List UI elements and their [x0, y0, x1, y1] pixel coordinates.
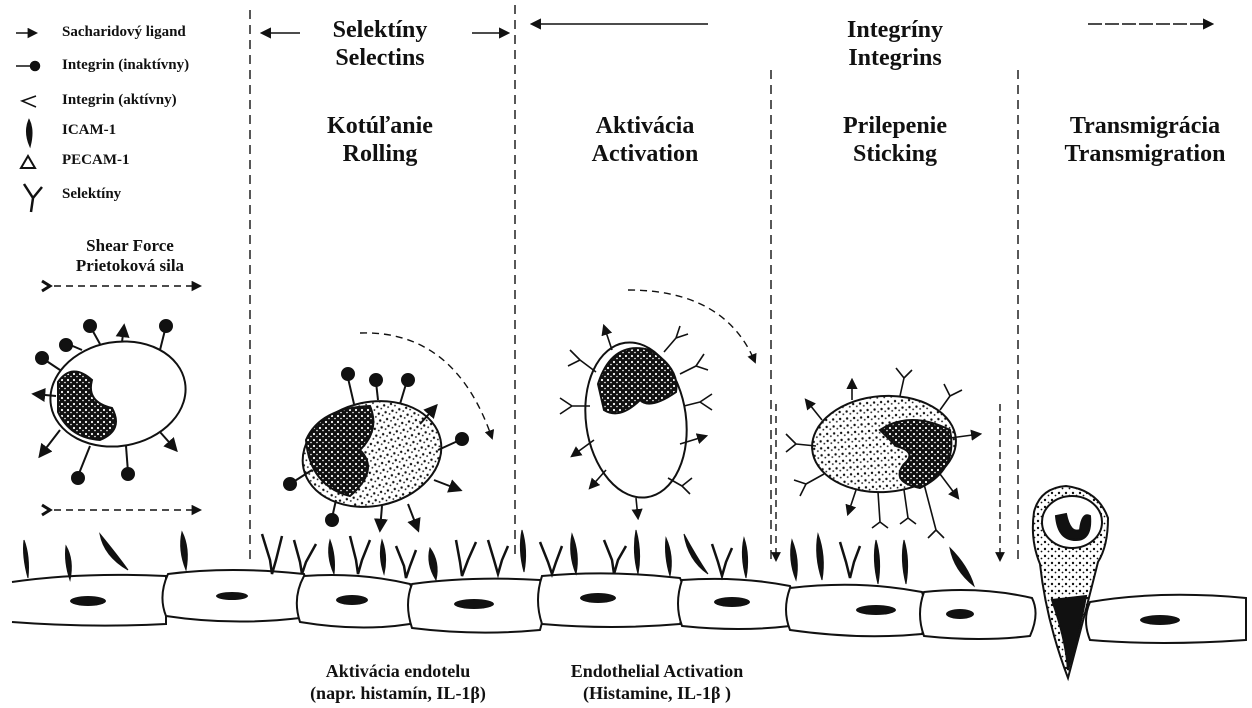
footer-en-line1: Endothelial Activation — [532, 660, 782, 682]
leukocyte-rolling — [284, 368, 468, 530]
shear-force-label: Shear Force Prietoková sila — [30, 236, 230, 276]
footer-sk-line1: Aktivácia endotelu — [268, 660, 528, 682]
leukocyte-transmigrating — [1033, 486, 1108, 678]
footer-caption-en: Endothelial Activation (Histamine, IL-1β… — [532, 660, 782, 704]
group-integrins-heading: Integríny Integrins — [800, 16, 990, 72]
legend-integrin-inactive-label: Integrin (inaktívny) — [62, 57, 189, 74]
legend-saccharide-label: Sacharidový ligand — [62, 24, 186, 41]
legend-glyphs — [16, 33, 42, 212]
legend-pecam-label: PECAM-1 — [62, 152, 130, 169]
group-selectins-sk: Selektíny — [300, 16, 460, 44]
group-integrins-en: Integrins — [800, 44, 990, 72]
stage-activation-heading: Aktivácia Activation — [555, 112, 735, 168]
stage-rolling-heading: Kotúľanie Rolling — [290, 112, 470, 168]
footer-caption-sk: Aktivácia endotelu (napr. histamín, IL-1… — [268, 660, 528, 704]
leukocyte-activating — [560, 326, 712, 518]
stage-sticking-en: Sticking — [800, 140, 990, 168]
footer-sk-line2: (napr. histamín, IL-1β) — [268, 682, 528, 704]
group-selectins-heading: Selektíny Selectins — [300, 16, 460, 72]
shear-force-sk: Prietoková sila — [30, 256, 230, 276]
stage-transmigration-sk: Transmigrácia — [1040, 112, 1250, 140]
stage-transmigration-heading: Transmigrácia Transmigration — [1040, 112, 1250, 168]
legend-icam-label: ICAM-1 — [62, 122, 116, 139]
stage-sticking-sk: Prilepenie — [800, 112, 990, 140]
group-selectins-en: Selectins — [300, 44, 460, 72]
stage-activation-sk: Aktivácia — [555, 112, 735, 140]
leukocyte-flowing — [34, 320, 194, 484]
group-integrins-sk: Integríny — [800, 16, 990, 44]
legend-integrin-active-label: Integrin (aktívny) — [62, 92, 177, 109]
stage-activation-en: Activation — [555, 140, 735, 168]
stage-sticking-heading: Prilepenie Sticking — [800, 112, 990, 168]
stage-rolling-en: Rolling — [290, 140, 470, 168]
stage-rolling-sk: Kotúľanie — [290, 112, 470, 140]
legend-selectins-label: Selektíny — [62, 186, 121, 203]
stage-transmigration-en: Transmigration — [1040, 140, 1250, 168]
shear-force-en: Shear Force — [30, 236, 230, 256]
leukocyte-sticking — [786, 368, 980, 538]
footer-en-line2: (Histamine, IL-1β ) — [532, 682, 782, 704]
